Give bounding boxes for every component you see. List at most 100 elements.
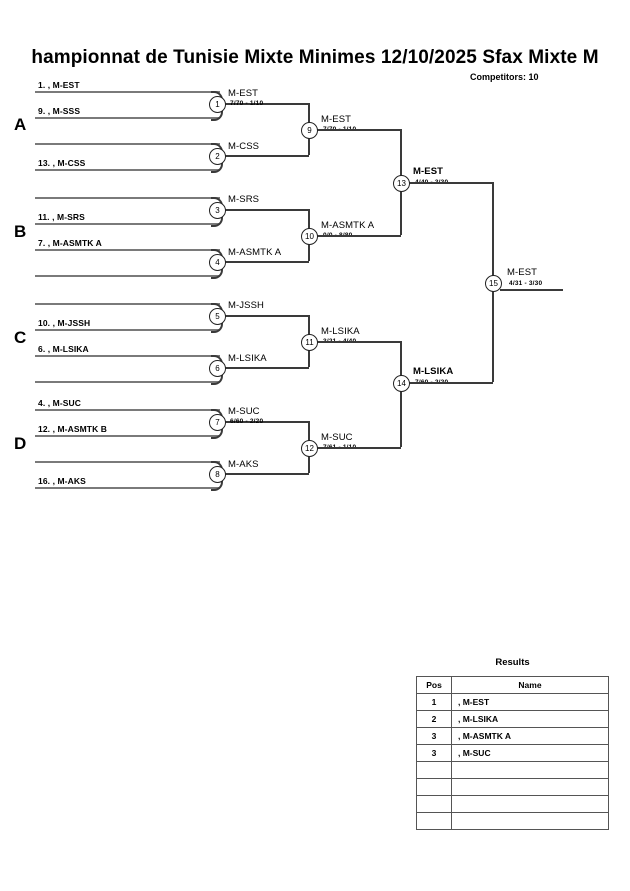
bracket-segment xyxy=(224,261,309,263)
bracket-segment xyxy=(224,103,309,105)
match-winner-10: M-ASMTK A xyxy=(321,220,375,231)
match-winner-12: M-SUC xyxy=(321,432,353,443)
match-score-1: 7/70 - 1/10 xyxy=(230,100,264,107)
seed-line xyxy=(35,275,220,277)
result-name: , M-ASMTK A xyxy=(451,727,609,745)
match-node-10[interactable]: 10 xyxy=(301,228,318,245)
seed-line xyxy=(35,355,220,357)
result-pos xyxy=(416,778,452,796)
seed-line xyxy=(35,143,220,145)
table-row xyxy=(416,778,609,796)
match-node-9[interactable]: 9 xyxy=(301,122,318,139)
result-name: , M-SUC xyxy=(451,744,609,762)
match-winner-15: M-EST xyxy=(507,267,538,278)
match-winner-11: M-LSIKA xyxy=(321,326,360,337)
seed-line xyxy=(35,223,220,225)
seed-line xyxy=(35,487,220,489)
match-node-7[interactable]: 7 xyxy=(209,414,226,431)
match-winner-4: M-ASMTK A xyxy=(228,247,282,258)
match-node-4[interactable]: 4 xyxy=(209,254,226,271)
bracket-segment xyxy=(224,155,309,157)
bracket-segment xyxy=(224,421,309,423)
result-name xyxy=(451,778,609,796)
result-name: , M-EST xyxy=(451,693,609,711)
results-table: Pos Name 1 , M-EST 2 , M-LSIKA 3 , M-ASM… xyxy=(416,676,609,830)
seed-label: 1. , M-EST xyxy=(38,80,80,90)
bracket-segment xyxy=(408,382,493,384)
match-node-15[interactable]: 15 xyxy=(485,275,502,292)
match-winner-5: M-JSSH xyxy=(228,300,264,311)
bracket-segment xyxy=(408,182,493,184)
result-name xyxy=(451,812,609,830)
seed-line xyxy=(35,117,220,119)
bracket-segment xyxy=(316,341,401,343)
match-score-15: 4/31 - 3/30 xyxy=(509,280,543,287)
group-label-c: C xyxy=(14,328,27,347)
bracket-segment xyxy=(224,473,309,475)
match-winner-13: M-EST xyxy=(413,166,444,177)
result-pos: 2 xyxy=(416,710,452,728)
seed-line xyxy=(35,303,220,305)
result-pos: 3 xyxy=(416,744,452,762)
match-winner-3: M-SRS xyxy=(228,194,260,205)
match-winner-9: M-EST xyxy=(321,114,352,125)
match-winner-1: M-EST xyxy=(228,88,259,99)
bracket-segment xyxy=(400,341,402,447)
result-name xyxy=(451,761,609,779)
group-label-b: B xyxy=(14,222,27,241)
seed-line xyxy=(35,169,220,171)
bracket-segment xyxy=(316,447,401,449)
results-header-row: Pos Name xyxy=(416,676,609,694)
seed-label: 6. , M-LSIKA xyxy=(38,344,89,354)
seed-label: 7. , M-ASMTK A xyxy=(38,238,102,248)
results-title: Results xyxy=(495,657,530,668)
result-pos xyxy=(416,795,452,813)
table-row xyxy=(416,795,609,813)
seed-label: 16. , M-AKS xyxy=(38,476,86,486)
table-row: 3 , M-SUC xyxy=(416,744,609,762)
results-col-pos: Pos xyxy=(416,676,452,694)
match-node-1[interactable]: 1 xyxy=(209,96,226,113)
bracket-segment xyxy=(316,129,401,131)
group-label-a: A xyxy=(14,115,27,134)
match-winner-8: M-AKS xyxy=(228,459,259,470)
match-node-14[interactable]: 14 xyxy=(393,375,410,392)
bracket-segment xyxy=(316,235,401,237)
seed-label: 4. , M-SUC xyxy=(38,398,82,408)
match-node-12[interactable]: 12 xyxy=(301,440,318,457)
seed-label: 10. , M-JSSH xyxy=(38,318,91,328)
seed-label: 11. , M-SRS xyxy=(38,212,85,222)
page-title: hampionnat de Tunisie Mixte Minimes 12/1… xyxy=(0,47,630,73)
match-node-11[interactable]: 11 xyxy=(301,334,318,351)
result-name xyxy=(451,795,609,813)
match-node-6[interactable]: 6 xyxy=(209,360,226,377)
page-title-text: hampionnat de Tunisie Mixte Minimes 12/1… xyxy=(31,47,599,68)
group-label-d: D xyxy=(14,434,27,453)
match-node-8[interactable]: 8 xyxy=(209,466,226,483)
seed-line xyxy=(35,461,220,463)
seed-line xyxy=(35,197,220,199)
results-col-name: Name xyxy=(451,676,609,694)
table-row xyxy=(416,812,609,830)
seed-line xyxy=(35,409,220,411)
match-node-13[interactable]: 13 xyxy=(393,175,410,192)
match-winner-6: M-LSIKA xyxy=(228,353,267,364)
match-winner-2: M-CSS xyxy=(228,141,260,152)
seed-label: 13. , M-CSS xyxy=(38,158,86,168)
seed-line xyxy=(35,329,220,331)
result-pos xyxy=(416,812,452,830)
bracket-segment xyxy=(224,315,309,317)
table-row: 2 , M-LSIKA xyxy=(416,710,609,728)
match-node-3[interactable]: 3 xyxy=(209,202,226,219)
match-node-2[interactable]: 2 xyxy=(209,148,226,165)
result-pos: 1 xyxy=(416,693,452,711)
table-row: 3 , M-ASMTK A xyxy=(416,727,609,745)
match-node-5[interactable]: 5 xyxy=(209,308,226,325)
competitors-count: Competitors: 10 xyxy=(470,72,539,82)
seed-label: 12. , M-ASMTK B xyxy=(38,424,108,434)
match-winner-7: M-SUC xyxy=(228,406,260,417)
champion-line xyxy=(500,289,563,291)
result-pos xyxy=(416,761,452,779)
match-score-7: 6/60 - 2/20 xyxy=(230,418,264,425)
match-winner-14: M-LSIKA xyxy=(413,366,454,377)
